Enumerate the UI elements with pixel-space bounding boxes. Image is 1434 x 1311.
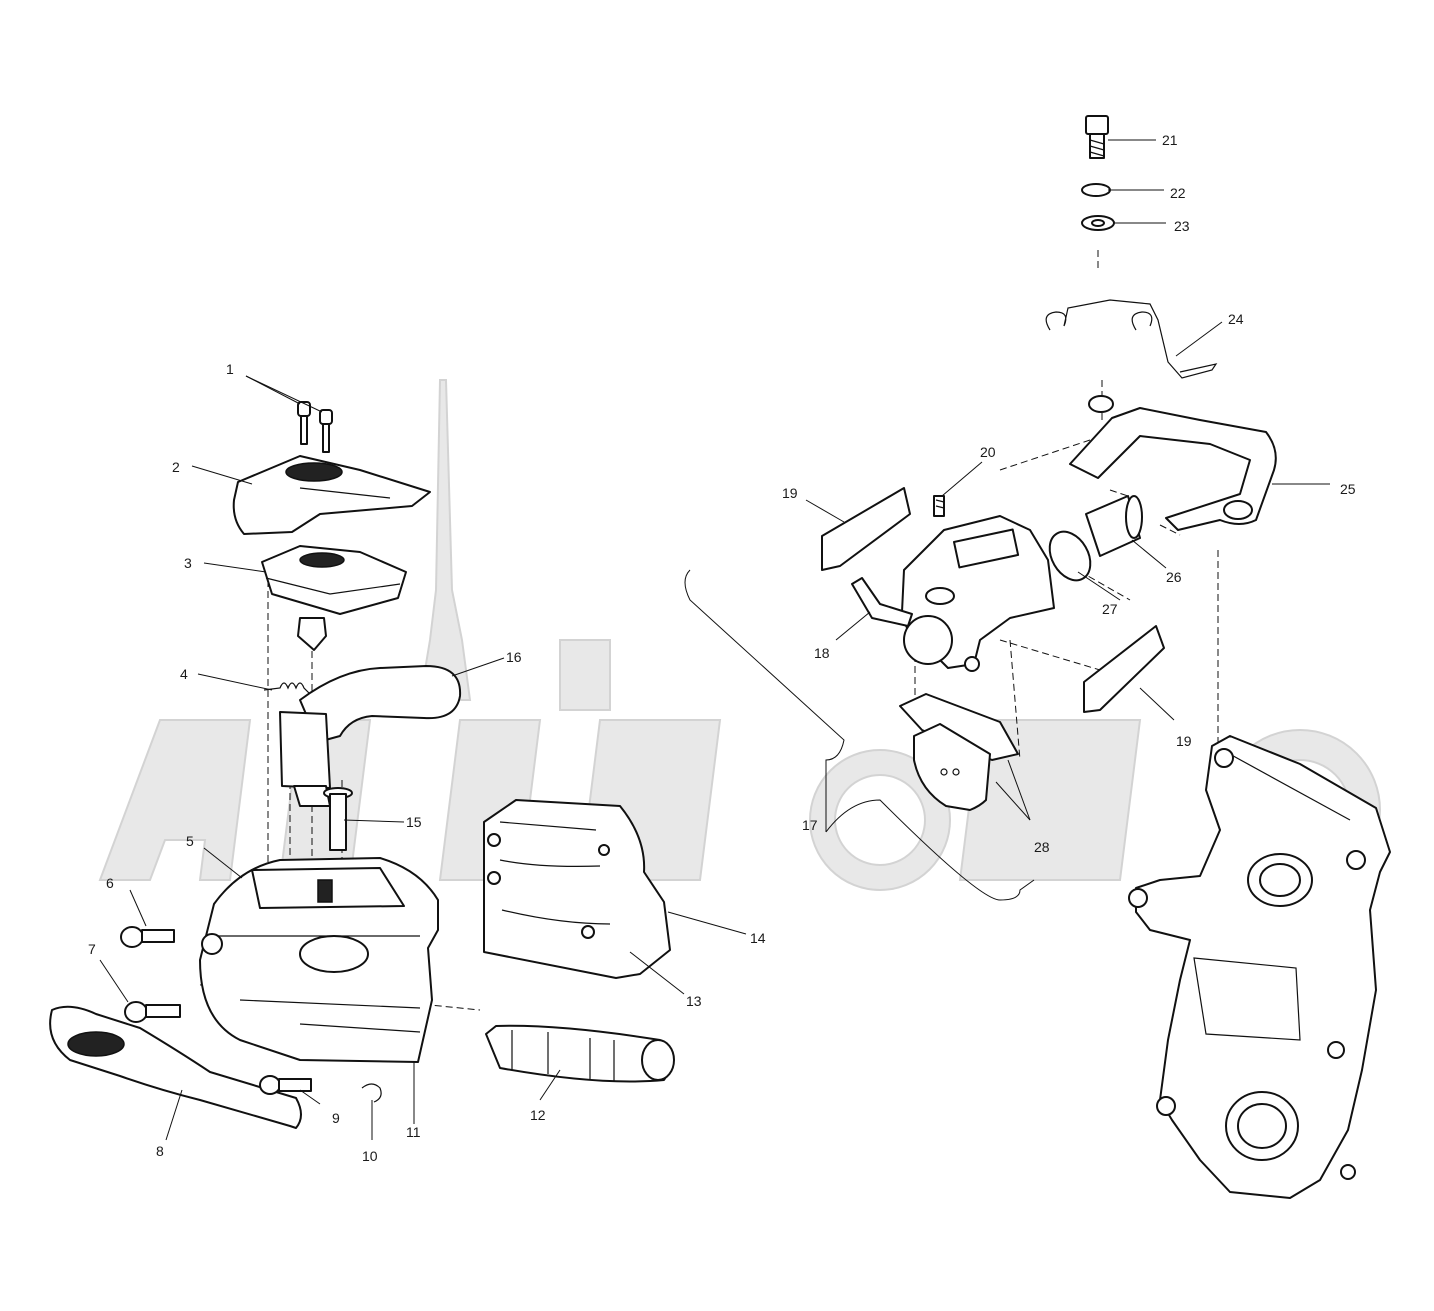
callout-3: 3 [184, 555, 192, 571]
callout-20: 20 [980, 444, 996, 460]
callout-12: 12 [530, 1107, 546, 1123]
callout-14: 14 [750, 930, 766, 946]
callout-19-lower: 19 [1176, 733, 1192, 749]
shim-lower [1083, 625, 1165, 713]
housing-screw-upper [120, 926, 175, 948]
switch-paddle [279, 665, 462, 807]
watermark [98, 379, 1381, 891]
callout-23: 23 [1174, 218, 1190, 234]
flat-washer [1081, 215, 1115, 231]
callout-26: 26 [1166, 569, 1182, 585]
callout-2: 2 [172, 459, 180, 475]
callout-16: 16 [506, 649, 522, 665]
e-clip [361, 1083, 382, 1103]
lock-washer [1081, 183, 1111, 197]
pivot-pin [323, 787, 353, 851]
callout-27: 27 [1102, 601, 1118, 617]
callout-28: 28 [1034, 839, 1050, 855]
callout-21: 21 [1162, 132, 1178, 148]
shim-upper [821, 487, 911, 571]
callout-labels: 1 2 3 4 5 6 7 8 9 10 11 12 13 14 15 16 1… [88, 132, 1356, 1164]
float-plug [297, 617, 327, 651]
handlebar-housing [199, 857, 439, 1063]
callout-24: 24 [1228, 311, 1244, 327]
callout-5: 5 [186, 833, 194, 849]
callout-13: 13 [686, 993, 702, 1009]
throttle-housing-cover [483, 799, 671, 979]
callout-4: 4 [180, 666, 188, 682]
screw-pair [297, 401, 333, 453]
callout-11: 11 [406, 1124, 421, 1140]
housing-screw-lower [124, 1001, 181, 1023]
callout-7: 7 [88, 941, 96, 957]
brake-pads [899, 693, 1019, 811]
spring [263, 682, 317, 701]
callout-15: 15 [406, 814, 422, 830]
caliper-body [901, 515, 1055, 672]
piston-seal [1048, 530, 1092, 582]
callout-1: 1 [226, 361, 234, 377]
bolt [1085, 115, 1109, 159]
callout-6: 6 [106, 875, 114, 891]
brake-lever [49, 1005, 302, 1129]
throttle-tube [485, 1024, 675, 1083]
leader-lines [99, 139, 1330, 1141]
callout-22: 22 [1170, 185, 1186, 201]
caliper-lever [851, 577, 913, 627]
right-assembly [821, 115, 1391, 1199]
callout-17: 17 [802, 817, 818, 833]
bleeder-screw [933, 495, 945, 517]
callout-10: 10 [362, 1148, 378, 1164]
callout-8: 8 [156, 1143, 164, 1159]
master-cylinder-cover [232, 455, 431, 535]
callout-18: 18 [814, 645, 830, 661]
diaphragm [261, 545, 407, 615]
callout-25: 25 [1340, 481, 1356, 497]
chaincase-housing [1128, 735, 1391, 1199]
caliper-piston [1085, 495, 1143, 557]
left-assembly [49, 401, 675, 1129]
callout-9: 9 [332, 1110, 340, 1126]
lever-pivot-screw [259, 1075, 312, 1095]
caliper-bracket [1069, 395, 1277, 531]
spring-clip [1045, 299, 1218, 379]
callout-19-upper: 19 [782, 485, 798, 501]
